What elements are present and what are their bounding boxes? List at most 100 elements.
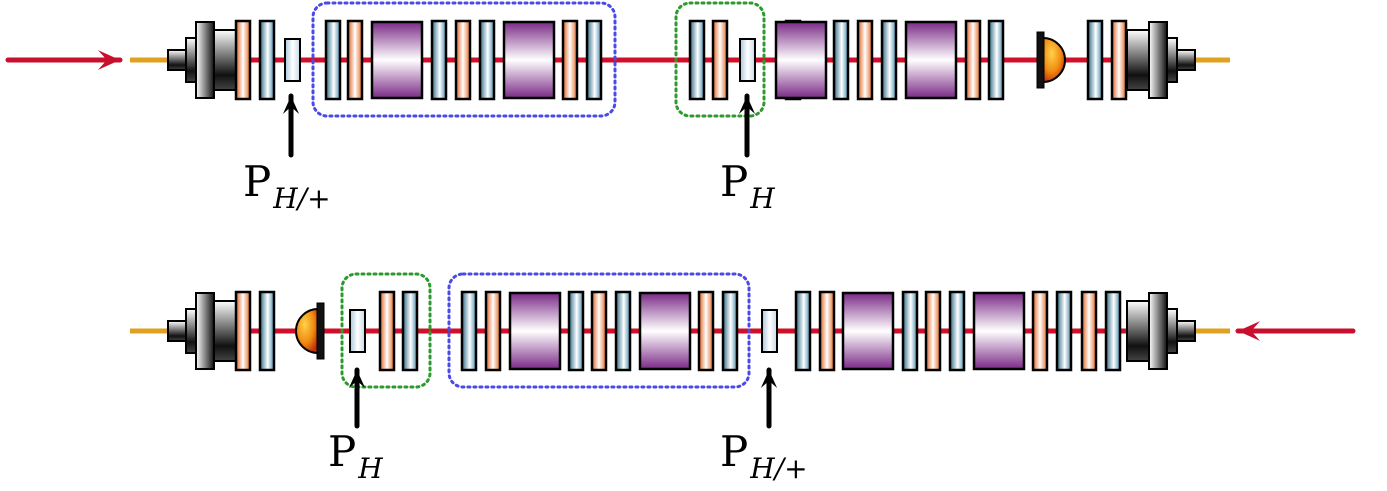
accelerating-cavity [370, 20, 424, 100]
dome-shape [1042, 36, 1066, 84]
pointer-arrow-bottom-left-head [348, 370, 366, 388]
quadrupole-orange [697, 290, 715, 372]
quadrupole-teal [567, 290, 585, 372]
end-plate [1148, 292, 1168, 370]
end-plate [1148, 21, 1168, 99]
label-top-left-sub: H/+ [272, 182, 330, 215]
group-box-blue-top [311, 1, 617, 118]
quadrupole-teal [614, 290, 632, 372]
pointer-arrow-top-right [738, 93, 756, 158]
pointer-arrow-bottom-right [760, 367, 778, 429]
end-flange [185, 37, 197, 83]
end-block [1126, 300, 1150, 362]
quadrupole-teal [688, 19, 706, 101]
quadrupole-teal [948, 290, 966, 372]
quadrupole-teal [880, 19, 898, 101]
quadrupole-orange [1110, 19, 1128, 101]
label-top-right: PH [720, 157, 775, 215]
quadrupole-orange [234, 290, 252, 372]
end-flange [1166, 37, 1178, 83]
quadrupole-teal [478, 19, 496, 101]
accelerating-cavity [972, 291, 1026, 371]
label-bottom-right-sub: H/+ [749, 452, 807, 485]
quadrupole-teal [460, 290, 478, 372]
incoming-beam-arrow [5, 50, 123, 70]
quadrupole-teal [585, 19, 603, 101]
label-bottom-right-main: P [720, 427, 748, 476]
quadrupole-teal [1055, 290, 1073, 372]
quadrupole-teal [1086, 19, 1104, 101]
label-bottom-left-main: P [328, 427, 356, 476]
accelerating-cavity [904, 20, 958, 100]
pointer-arrow-bottom-right-head [760, 370, 778, 388]
end-flange [185, 308, 197, 354]
label-bottom-left-sub: H [357, 452, 383, 485]
beam-dump-dome [295, 302, 325, 360]
quadrupole-orange [590, 290, 608, 372]
label-top-left-main: P [243, 157, 271, 206]
group-box-green-bottom [340, 272, 432, 389]
quadrupole-orange [1080, 290, 1098, 372]
quadrupole-teal [721, 290, 739, 372]
pointer-arrow-top-right-head [738, 96, 756, 114]
quadrupole-teal [324, 19, 342, 101]
end-tube [167, 49, 187, 71]
label-top-right-sub: H [749, 182, 775, 215]
dome-bar [1036, 31, 1045, 89]
accelerating-cavity [774, 20, 828, 100]
quadrupole-teal [987, 19, 1005, 101]
label-top-left: PH/+ [243, 157, 331, 215]
quadrupole-teal [258, 290, 276, 372]
quadrupole-teal [1104, 290, 1122, 372]
beam-dump-dome [1036, 31, 1066, 89]
end-block [213, 29, 237, 91]
quadrupole-orange [711, 19, 729, 101]
lower-beamline [130, 272, 1356, 429]
quadrupole-orange [484, 290, 502, 372]
label-top-right-main: P [720, 157, 748, 206]
end-plate [195, 292, 215, 370]
pointer-arrow-top-left-head [282, 96, 300, 114]
dome-shape [295, 307, 319, 355]
group-box-blue-bottom [447, 272, 751, 389]
quadrupole-teal [901, 290, 919, 372]
end-assembly-left [167, 21, 237, 99]
quadrupole-orange [378, 290, 396, 372]
quadrupole-orange [924, 290, 942, 372]
accelerating-cavity [502, 20, 556, 100]
end-tube [167, 320, 187, 342]
pointer-arrow-bottom-left [348, 367, 366, 429]
dome-bar [316, 302, 325, 360]
end-tube [1176, 320, 1196, 342]
quadrupole-teal [794, 290, 812, 372]
upper-beamline [5, 1, 1230, 158]
accelerating-cavity [638, 291, 692, 371]
quadrupole-orange [856, 19, 874, 101]
end-block [213, 300, 237, 362]
label-bottom-right: PH/+ [720, 427, 808, 485]
label-bottom-left: PH [328, 427, 383, 485]
end-flange [1166, 308, 1178, 354]
end-assembly-right [1126, 292, 1196, 370]
quadrupole-orange [1031, 290, 1049, 372]
quadrupole-teal [401, 290, 419, 372]
end-block [1126, 29, 1150, 91]
quadrupole-orange [964, 19, 982, 101]
quadrupole-orange [454, 19, 472, 101]
incoming-beam-arrow [1235, 321, 1356, 341]
end-plate [195, 21, 215, 99]
quadrupole-orange [561, 19, 579, 101]
quadrupole-teal [258, 19, 276, 101]
incoming-beam-arrow-head [1238, 321, 1260, 341]
quadrupole-teal [430, 19, 448, 101]
beam-position-probe [761, 309, 778, 353]
incoming-beam-arrow-head [98, 50, 120, 70]
quadrupole-teal [832, 19, 850, 101]
beam-position-probe [349, 309, 366, 353]
accelerating-cavity [841, 291, 895, 371]
pointer-arrow-top-left [282, 93, 300, 158]
end-tube [1176, 49, 1196, 71]
quadrupole-orange [234, 19, 252, 101]
beam-position-probe [739, 38, 756, 82]
